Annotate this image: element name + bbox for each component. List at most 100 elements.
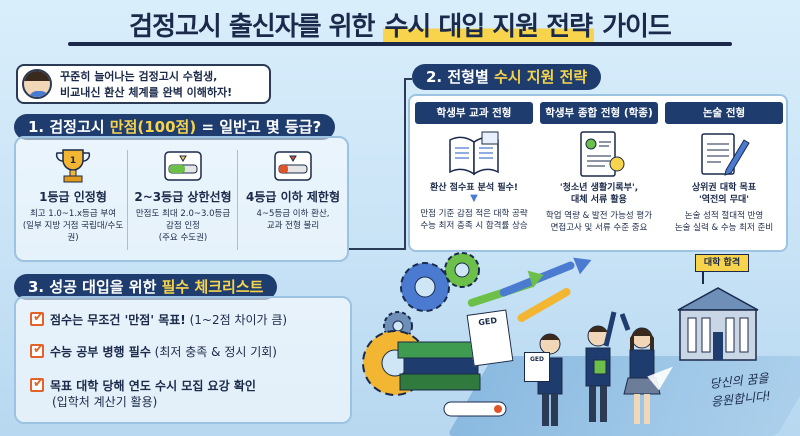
strategy-column-3-main: 상위권 대학 목표 '역전의 무대' bbox=[665, 182, 783, 206]
ged-card-label: GED bbox=[529, 356, 544, 363]
strategy-column-2-main1: '청소년 생활기록부', bbox=[559, 183, 639, 193]
arrowhead-icon bbox=[573, 251, 595, 275]
section1-suffix: = 일반고 몇 등급? bbox=[196, 118, 322, 136]
growth-arrow bbox=[516, 286, 572, 324]
strategy-column-3-main2: '역전의 무대' bbox=[698, 195, 750, 205]
strategy-column-2-head: 학생부 종합 전형 (학종) bbox=[540, 102, 658, 124]
title-part2: 가이드 bbox=[594, 12, 672, 42]
section3-highlight: 필수 체크리스트 bbox=[161, 278, 264, 296]
university-building-icon bbox=[677, 287, 759, 361]
grade-card-2-desc3: (주요 수도권) bbox=[158, 233, 208, 243]
strategy-column-1-head: 학생부 교과 전형 bbox=[415, 102, 533, 124]
book-icon bbox=[446, 130, 502, 178]
strategy-column-2-sub: 학업 역량 & 발전 가능성 평가 면접고사 및 서류 수준 중요 bbox=[540, 210, 658, 234]
section1-header: 1. 검정고시 만점(100점) = 일반고 몇 등급? bbox=[14, 114, 336, 140]
gear-icon bbox=[444, 252, 480, 288]
strategy-panel: 학생부 교과 전형 환산 점수표 분석 필수! ▼ 만점 기준 감점 적은 대학… bbox=[408, 94, 788, 252]
strategy-column-3-sub: 논술 성적 절대적 반영 논술 실력 & 수능 최저 준비 bbox=[665, 210, 783, 234]
grade-card-1: 1 1등급 인정형 최고 1.0~1.x등급 부여 (일부 지방 거점 국립대/… bbox=[18, 138, 128, 244]
trophy-icon: 1 bbox=[53, 148, 93, 184]
strategy-column-2-main: '청소년 생활기록부', 대체 서류 활용 bbox=[540, 182, 658, 206]
section2-highlight: 수시 지원 전략 bbox=[493, 68, 588, 86]
checkbox-icon bbox=[30, 376, 44, 392]
page-title: 검정고시 출신자를 위한 수시 대입 지원 전략 가이드 bbox=[0, 6, 800, 43]
gauge-red-icon bbox=[273, 148, 313, 184]
section2-prefix: 2. 전형별 bbox=[426, 68, 494, 86]
checkbox-icon bbox=[30, 310, 44, 326]
section1-highlight: 만점(100점) bbox=[109, 118, 197, 136]
ged-card: GED bbox=[524, 352, 550, 382]
grade-card-3-desc2: 교과 전형 불리 bbox=[266, 221, 320, 231]
section3-header: 3. 성공 대입을 위한 필수 체크리스트 bbox=[14, 274, 278, 300]
checklist-item-3-sub: (입학처 계산기 활용) bbox=[52, 395, 158, 409]
strategy-column-3-sub1: 논술 성적 절대적 반영 bbox=[684, 211, 764, 221]
grade-card-3-desc1: 4~5등급 이하 환산, bbox=[256, 209, 330, 219]
connector-line bbox=[404, 78, 406, 248]
connector-line bbox=[404, 78, 412, 80]
strategy-column-3-main1: 상위권 대학 목표 bbox=[691, 183, 757, 193]
checklist-item-1-sub: (1~2점 차이가 큼) bbox=[185, 313, 288, 327]
grade-card-2-desc1: 만점도 최대 2.0~3.0등급 bbox=[135, 209, 231, 219]
checklist-panel: 점수는 무조건 '만점' 목표! (1~2점 차이가 큼) 수능 공부 병행 필… bbox=[14, 296, 352, 424]
essay-pen-icon bbox=[696, 130, 752, 178]
checkbox-icon bbox=[30, 342, 44, 358]
checklist-item-2-main: 수능 공부 병행 필수 bbox=[50, 345, 151, 359]
gauge-green-icon bbox=[163, 148, 203, 184]
strategy-column-2-sub1: 학업 역량 & 발전 가능성 평가 bbox=[545, 211, 653, 221]
strategy-column-3-sub2: 논술 실력 & 수능 최저 준비 bbox=[674, 223, 774, 233]
gear-icon bbox=[400, 262, 450, 312]
title-part1: 검정고시 출신자를 위한 bbox=[129, 12, 383, 42]
portfolio-icon bbox=[571, 130, 627, 178]
grade-card-2-desc2: 감점 인정 bbox=[166, 221, 200, 231]
strategy-column-1-main: 환산 점수표 분석 필수! bbox=[429, 183, 519, 193]
student-avatar-icon bbox=[22, 69, 52, 99]
strategy-column-2: 학생부 종합 전형 (학종) '청소년 생활기록부', 대체 서류 활용 학업 … bbox=[540, 102, 658, 248]
section2-header: 2. 전형별 수시 지원 전략 bbox=[412, 64, 602, 90]
title-underline bbox=[68, 42, 732, 46]
student-girl-icon bbox=[620, 313, 661, 424]
intro-text: 꾸준히 늘어나는 검정고시 수험생, 비교내신 환산 체계를 완벽 이해하자! bbox=[60, 69, 232, 101]
strategy-column-1: 학생부 교과 전형 환산 점수표 분석 필수! ▼ 만점 기준 감점 적은 대학… bbox=[415, 102, 533, 248]
ged-label: GED bbox=[477, 315, 498, 328]
strategy-column-1-sub2: 수능 최저 충족 시 합격률 상승 bbox=[420, 221, 528, 231]
grade-card-2-title: 2~3등급 상한선형 bbox=[134, 190, 232, 204]
grade-card-3: 4등급 이하 제한형 4~5등급 이하 환산, 교과 전형 불리 bbox=[238, 138, 348, 232]
grade-card-1-desc: 최고 1.0~1.x등급 부여 (일부 지방 거점 국립대/수도권) bbox=[18, 208, 128, 244]
intro-speech-box: 꾸준히 늘어나는 검정고시 수험생, 비교내신 환산 체계를 완벽 이해하자! bbox=[16, 64, 271, 104]
grade-card-2: 2~3등급 상한선형 만점도 최대 2.0~3.0등급 감점 인정 (주요 수도… bbox=[128, 138, 238, 244]
checklist-item-1: 점수는 무조건 '만점' 목표! (1~2점 차이가 큼) bbox=[30, 310, 288, 328]
grade-card-3-title: 4등급 이하 제한형 bbox=[246, 190, 340, 204]
checklist-item-1-main: 점수는 무조건 '만점' 목표! bbox=[50, 313, 186, 327]
title-highlight: 수시 대입 지원 전략 bbox=[382, 12, 595, 42]
strategy-column-3-head: 논술 전형 bbox=[665, 102, 783, 124]
checklist-item-2-sub: (최저 충족 & 정시 기회) bbox=[150, 345, 277, 359]
strategy-column-1-sub1: 만점 기준 감점 적은 대학 공략 bbox=[420, 209, 528, 219]
intro-line-2: 비교내신 환산 체계를 완벽 이해하자! bbox=[60, 86, 233, 99]
strategy-column-2-main2: 대체 서류 활용 bbox=[571, 195, 627, 205]
checklist-item-2: 수능 공부 병행 필수 (최저 충족 & 정시 기회) bbox=[30, 342, 277, 360]
checklist-item-3: 목표 대학 당해 연도 수시 모집 요강 확인 (입학처 계산기 활용) bbox=[30, 376, 256, 410]
grade-card-1-desc2: (일부 지방 거점 국립대/수도권) bbox=[22, 221, 124, 243]
grade-card-1-title: 1등급 인정형 bbox=[39, 190, 107, 204]
admission-flag: 대학 합격 bbox=[695, 254, 749, 272]
strategy-column-3: 논술 전형 상위권 대학 목표 '역전의 무대' 논술 성적 절대적 반영 논술… bbox=[665, 102, 783, 248]
illustration-scene: GED GED 대학 합격 bbox=[350, 246, 800, 436]
diploma-scroll-icon bbox=[443, 401, 507, 417]
divider bbox=[127, 150, 128, 250]
grade-card-1-desc1: 최고 1.0~1.x등급 부여 bbox=[29, 209, 117, 219]
grade-conversion-panel: 1 1등급 인정형 최고 1.0~1.x등급 부여 (일부 지방 거점 국립대/… bbox=[14, 136, 349, 262]
checklist-item-3-main: 목표 대학 당해 연도 수시 모집 요강 확인 bbox=[50, 379, 256, 393]
strategy-column-1-sub: 만점 기준 감점 적은 대학 공략 수능 최저 충족 시 합격률 상승 bbox=[415, 208, 533, 232]
connector-line bbox=[349, 248, 406, 250]
grade-card-2-desc: 만점도 최대 2.0~3.0등급 감점 인정 (주요 수도권) bbox=[128, 208, 238, 244]
divider bbox=[237, 150, 238, 250]
arrow-down-icon: ▼ bbox=[470, 193, 478, 204]
intro-line-1: 꾸준히 늘어나는 검정고시 수험생, bbox=[60, 70, 218, 83]
section1-prefix: 1. 검정고시 bbox=[28, 118, 110, 136]
svg-text:1: 1 bbox=[70, 156, 76, 166]
ged-certificate: GED bbox=[466, 309, 514, 367]
section3-prefix: 3. 성공 대입을 위한 bbox=[28, 278, 162, 296]
strategy-column-2-sub2: 면접고사 및 서류 수준 중요 bbox=[550, 223, 648, 233]
student-cheering-icon bbox=[585, 311, 617, 422]
